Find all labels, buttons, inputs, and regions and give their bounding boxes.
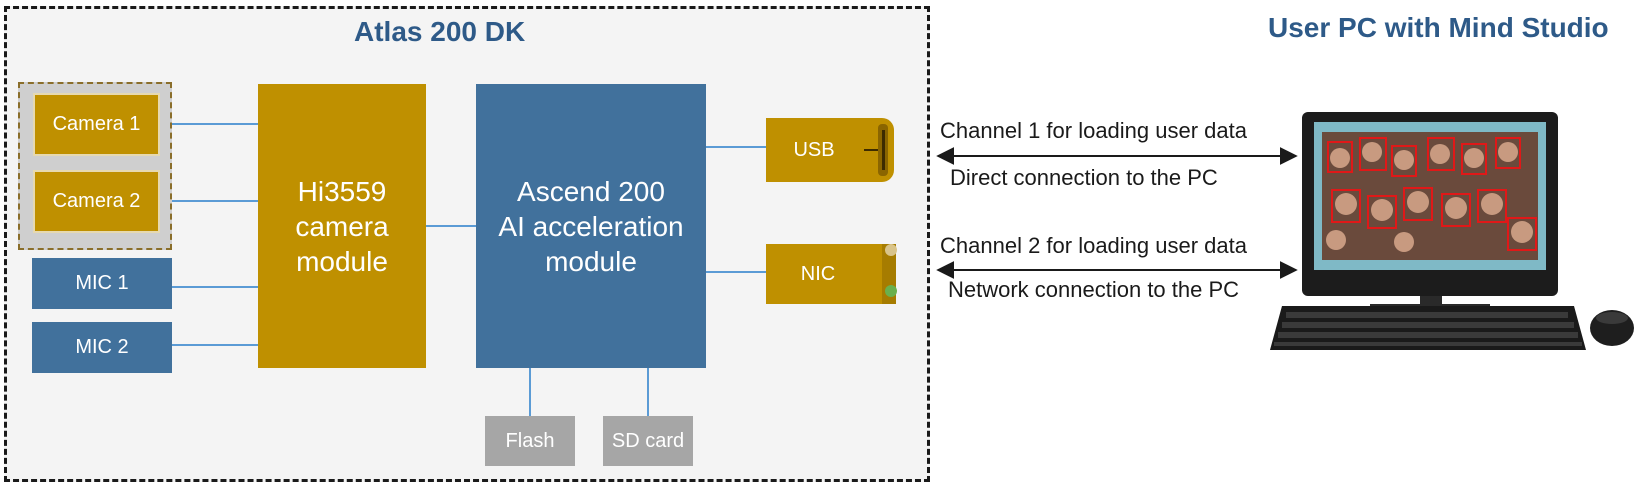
keyboard-icon	[1270, 306, 1586, 350]
usb-label: USB	[793, 138, 835, 161]
ascend-200-module: Ascend 200 AI acceleration module	[476, 84, 706, 368]
channel-2-label: Channel 2 for loading user data	[940, 233, 1247, 258]
hi3559-camera-module: Hi3559 camera module	[258, 84, 426, 368]
pc-title: User PC with Mind Studio	[1268, 12, 1609, 43]
mouse-icon	[1590, 310, 1634, 346]
nic-label: NIC	[800, 262, 836, 285]
ascend-label-line-2: AI acceleration	[498, 210, 684, 242]
channel-2-description: Network connection to the PC	[948, 277, 1240, 302]
channel-1-description: Direct connection to the PC	[950, 165, 1218, 190]
all-in-one-computer-icon	[1302, 112, 1558, 310]
ascend-label-line-3: module	[545, 245, 637, 277]
channel-1-label: Channel 1 for loading user data	[940, 118, 1247, 143]
mic-1-box: MIC 1	[32, 258, 172, 309]
ascend-label-line-1: Ascend 200	[517, 175, 665, 207]
hi3559-label-line-3: module	[296, 245, 388, 277]
camera-1-box: Camera 1	[33, 93, 160, 156]
sd-card-box: SD card	[603, 416, 693, 466]
board-title: Atlas 200 DK	[354, 16, 526, 47]
mic-2-box: MIC 2	[32, 322, 172, 373]
hi3559-label-line-1: Hi3559	[297, 175, 387, 207]
flash-box: Flash	[485, 416, 575, 466]
camera-2-box: Camera 2	[33, 170, 160, 233]
hi3559-label-line-2: camera	[295, 210, 389, 242]
nic-port	[766, 244, 896, 304]
